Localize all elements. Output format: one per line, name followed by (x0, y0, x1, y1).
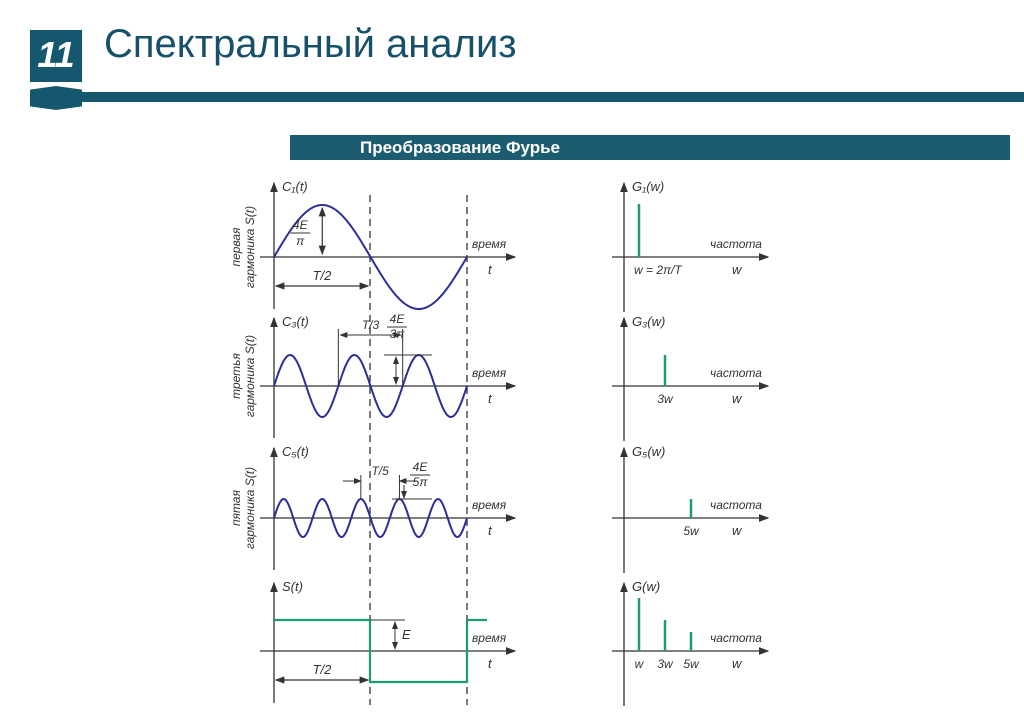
harmonic-wave (273, 204, 468, 310)
frequency-label: частота (710, 498, 762, 512)
spectral-line-label: 3w (657, 657, 674, 671)
y-axis-label: C₃(t) (282, 314, 309, 329)
spectral-line-label: 5w (683, 524, 700, 538)
subtitle-bar: Преобразование Фурье (290, 135, 1010, 160)
w-label: w (732, 391, 743, 406)
spectral-line-label: 3w (657, 392, 674, 406)
spectrum-label: G₃(w) (632, 314, 665, 329)
t-label: t (488, 523, 493, 538)
square-wave (274, 618, 487, 684)
badge-tab-decoration (30, 86, 82, 110)
frequency-label: частота (710, 366, 762, 380)
t-label: t (488, 656, 493, 671)
title-underline-bar (82, 92, 1024, 102)
spectrum-label: G(w) (632, 579, 660, 594)
subtitle: Преобразование Фурье (360, 138, 561, 157)
amplitude-label-numerator: 4E (413, 460, 429, 474)
amplitude-label-numerator: 4E (390, 312, 406, 326)
harmonic-side-label: гармоника S(t) (243, 335, 257, 417)
half-period-label: T/2 (313, 662, 333, 677)
frequency-label: частота (710, 237, 762, 251)
harmonic-side-label: третья (229, 353, 243, 399)
time-label: время (472, 498, 507, 512)
time-label: время (472, 366, 507, 380)
harmonic-side-label: гармоника S(t) (243, 467, 257, 549)
time-label: время (472, 237, 507, 251)
spectral-line-label: w (635, 657, 645, 671)
spectral-line-label: w = 2π/T (634, 263, 683, 277)
y-axis-label: S(t) (282, 579, 303, 594)
time-label: время (472, 631, 507, 645)
harmonic-side-label: гармоника S(t) (243, 206, 257, 288)
w-label: w (732, 656, 743, 671)
slide-number: 11 (37, 34, 75, 75)
w-label: w (732, 262, 743, 277)
t-label: t (488, 391, 493, 406)
y-axis-label: C₅(t) (282, 444, 309, 459)
spectrum-label: G₅(w) (632, 444, 665, 459)
harmonic-side-label: пятая (229, 489, 243, 526)
amplitude-label-denominator: π (296, 234, 305, 248)
frequency-label: частота (710, 631, 762, 645)
y-axis-label: C₁(t) (282, 179, 308, 194)
harmonic-side-label: первая (229, 227, 243, 267)
half-period-label: T/2 (313, 268, 333, 283)
t-label: t (488, 262, 493, 277)
amplitude-label-denominator: 3π (390, 327, 406, 341)
spectral-line-label: 5w (683, 657, 700, 671)
amplitude-label-denominator: 5π (413, 475, 429, 489)
period-label: T/5 (371, 464, 389, 478)
amplitude-label: E (402, 627, 411, 642)
slide-number-badge: 11 (30, 30, 82, 82)
page-title: Спектральный анализ (104, 22, 517, 66)
harmonic-wave (273, 497, 468, 539)
period-label: T/3 (362, 318, 380, 332)
harmonic-wave (273, 353, 468, 419)
spectrum-label: G₁(w) (632, 179, 664, 194)
w-label: w (732, 523, 743, 538)
amplitude-label-numerator: 4E (293, 218, 309, 232)
